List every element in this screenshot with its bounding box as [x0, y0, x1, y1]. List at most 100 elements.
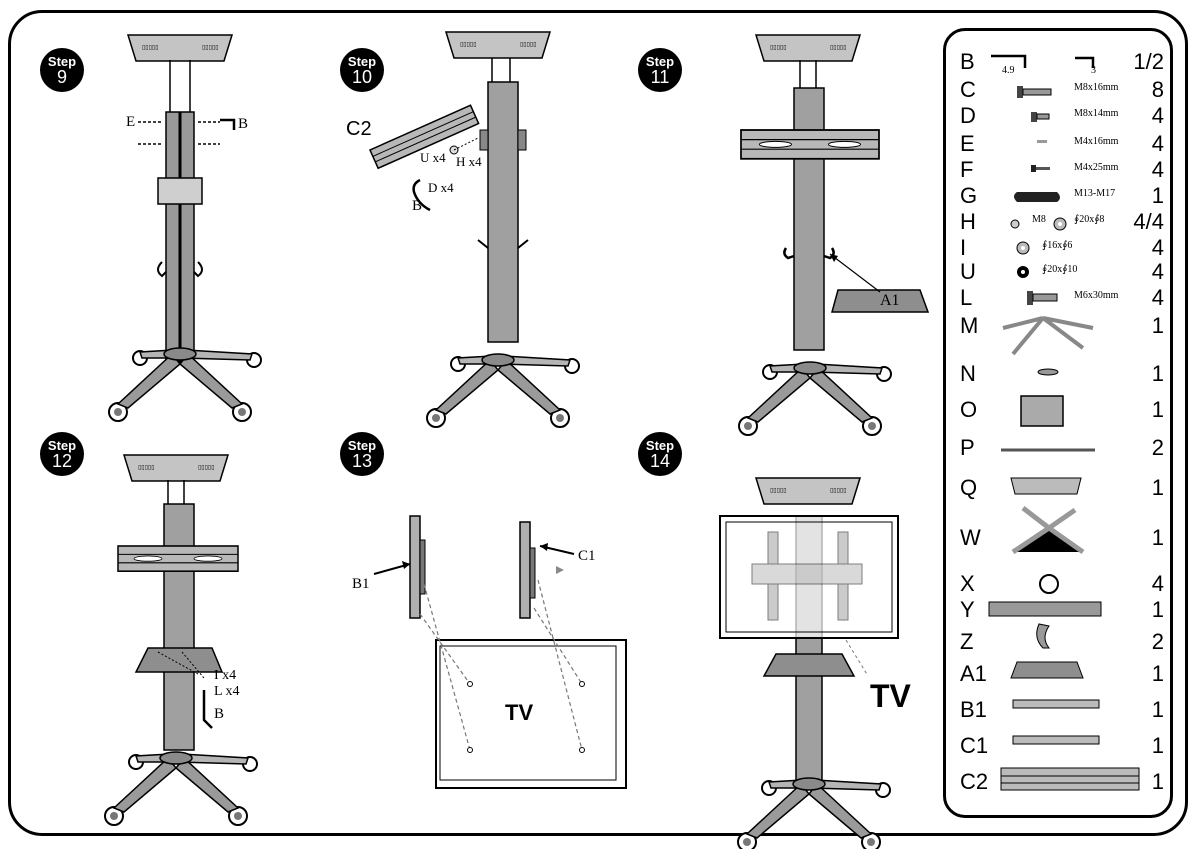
callout-label: L x4 [214, 684, 240, 699]
rail-icon [1016, 697, 1076, 723]
part-qty: 1 [1151, 475, 1164, 500]
part-qty: 1 [1151, 733, 1164, 758]
part-qty: 4 [1151, 259, 1164, 284]
bolt-icon [1016, 103, 1076, 129]
nut-washer-icon [1016, 209, 1076, 235]
part-spec: 4.9 [1002, 65, 1015, 76]
bolt-icon [1016, 285, 1076, 311]
callout-label: B1 [352, 576, 370, 592]
part-spec: M8x16mm [1074, 82, 1119, 93]
step14-illustration [719, 477, 899, 849]
part-letter: N [960, 361, 976, 386]
part-spec: M8 [1032, 214, 1046, 225]
part-letter: Z [960, 629, 974, 654]
disc-icon [1016, 361, 1076, 387]
outer-frame [8, 10, 1188, 836]
parts-row: A1 1 [946, 661, 1176, 687]
mount-rail-icon [1016, 769, 1076, 795]
part-letter: G [960, 183, 978, 208]
part-qty: 1 [1151, 597, 1164, 622]
part-qty: 1 [1151, 361, 1164, 386]
bracket-plate-icon [1016, 397, 1076, 423]
part-letter: C [960, 77, 976, 102]
part-spec: ∮20x∮10 [1042, 264, 1078, 275]
callout-label: E [126, 114, 136, 130]
part-qty: 8 [1151, 77, 1164, 102]
screw-icon [1016, 157, 1076, 183]
part-qty: 4 [1151, 285, 1164, 310]
part-qty: 1 [1151, 661, 1164, 686]
parts-icons [988, 54, 1140, 791]
callout-label: A1 [880, 292, 900, 309]
tv-label: TV [505, 700, 534, 725]
callout-label: H x4 [456, 154, 482, 169]
part-letter: M [960, 313, 979, 338]
part-letter: H [960, 209, 976, 234]
part-qty: 4 [1151, 235, 1164, 260]
part-letter: P [960, 435, 975, 460]
part-qty: 1/2 [1133, 49, 1164, 74]
parts-row: I ∮16x∮6 4 [946, 235, 1176, 261]
part-qty: 1 [1151, 183, 1164, 208]
rod-icon [1016, 435, 1076, 461]
part-letter: F [960, 157, 974, 182]
part-qty: 4/4 [1133, 209, 1164, 234]
parts-row: B 4.9 3 1/2 [946, 49, 1176, 76]
part-qty: 4 [1151, 103, 1164, 128]
cross-plate-icon [1016, 525, 1076, 551]
step13-illustration [373, 515, 627, 789]
part-letter: I [960, 235, 967, 260]
part-letter: E [960, 131, 975, 156]
part-letter: A1 [960, 661, 987, 686]
part-letter: Q [960, 475, 978, 500]
part-qty: 2 [1151, 435, 1164, 460]
step10-illustration [369, 31, 580, 428]
callout-label: B [238, 116, 249, 132]
step9-illustration [108, 34, 262, 422]
part-qty: 1 [1151, 525, 1164, 550]
part-qty: 1 [1151, 697, 1164, 722]
part-letter: B [960, 49, 975, 74]
hook-icon [1016, 629, 1076, 655]
part-spec: M6x30mm [1074, 290, 1119, 301]
callout-label: B [412, 198, 423, 214]
part-spec: M13-M17 [1074, 188, 1116, 199]
part-spec: M4x16mm [1074, 136, 1119, 147]
column-icon [1016, 597, 1076, 623]
part-letter: W [960, 525, 981, 550]
step12-illustration [104, 454, 258, 826]
part-spec: 3 [1091, 65, 1096, 76]
callout-label: C2 [346, 118, 372, 140]
callout-label: U x4 [420, 150, 446, 165]
tv-label: TV [870, 678, 911, 714]
callout-label: I x4 [214, 668, 237, 683]
caster-icon [1016, 571, 1076, 597]
allen-keys-icon [1016, 49, 1076, 75]
part-letter: X [960, 571, 975, 596]
part-qty: 1 [1151, 397, 1164, 422]
part-letter: D [960, 103, 976, 128]
screw-icon [1016, 131, 1076, 157]
bolt-icon [1016, 77, 1076, 103]
base-legs-icon [1016, 313, 1076, 339]
part-spec: ∮16x∮6 [1042, 240, 1073, 251]
